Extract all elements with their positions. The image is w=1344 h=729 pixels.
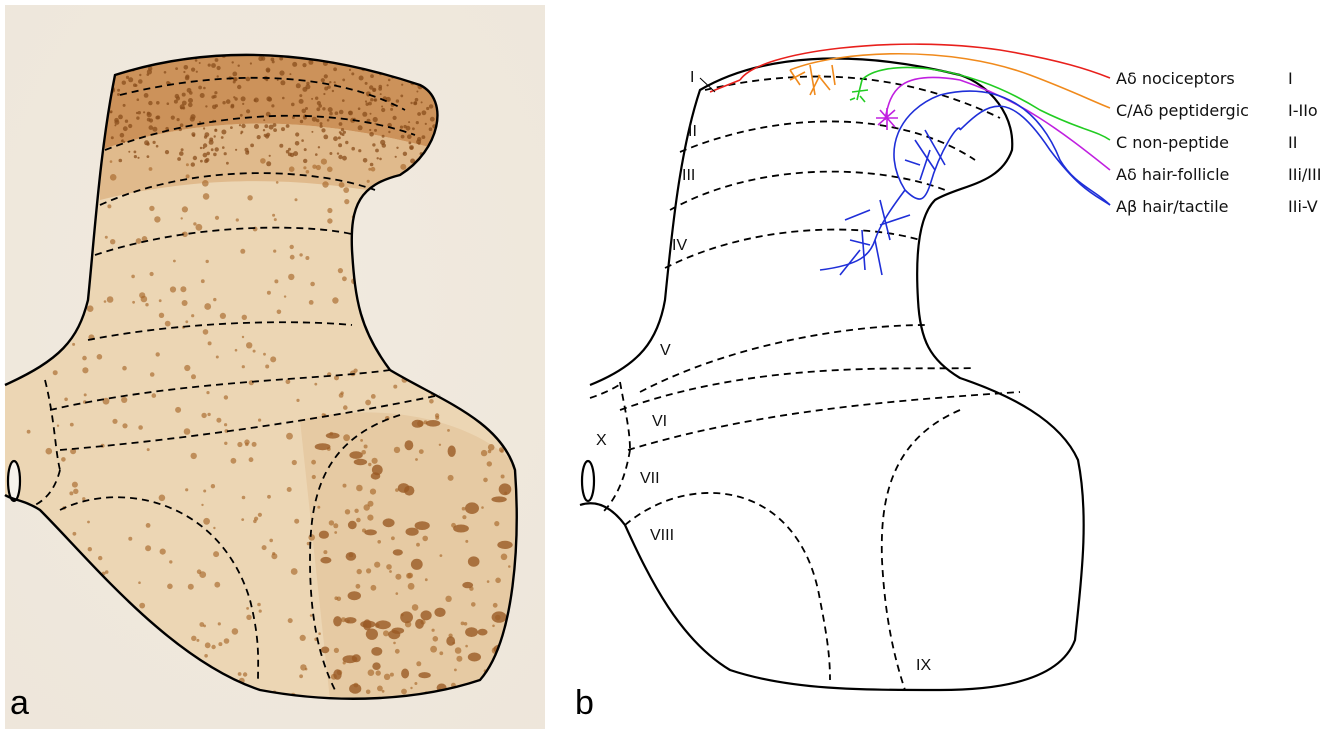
legend-laminae-non-peptide: II bbox=[1288, 133, 1297, 152]
panel-b-laminae-schematic: I II III IV V VI VII VIII IX X Aδ nocice… bbox=[560, 0, 1344, 729]
lamina-label-viii: VIII bbox=[650, 527, 674, 544]
lamina-label-iv: IV bbox=[672, 237, 687, 254]
legend-laminae-abeta: IIi-V bbox=[1288, 197, 1318, 216]
legend-name-non-peptide: C non-peptide bbox=[1116, 133, 1229, 152]
fiber-legend: Aδ nociceptors I C/Aδ peptidergic I-IIo … bbox=[1116, 69, 1321, 216]
schematic-lamina-boundaries bbox=[590, 77, 1020, 690]
fiber-path-abeta bbox=[960, 106, 1110, 205]
fiber-path-ad-nociceptors bbox=[740, 44, 1110, 80]
legend-laminae-ad-nociceptors: I bbox=[1288, 69, 1293, 88]
panel-label-a: a bbox=[10, 684, 29, 723]
legend-name-abeta: Aβ hair/tactile bbox=[1116, 197, 1228, 216]
schematic-central-canal bbox=[582, 461, 594, 501]
legend-laminae-hair-follicle: IIi/III bbox=[1288, 165, 1321, 184]
laminae-schematic: I II III IV V VI VII VIII IX X Aδ nocice… bbox=[560, 0, 1344, 729]
lamina-label-vi: VI bbox=[652, 413, 667, 430]
stained-section-image bbox=[0, 0, 545, 729]
lamina-label-ii: II bbox=[688, 123, 697, 140]
schematic-outline bbox=[580, 59, 1084, 690]
panel-a-stained-section bbox=[0, 0, 545, 729]
lamina-label-v: V bbox=[660, 342, 671, 359]
legend-name-hair-follicle: Aδ hair-follicle bbox=[1116, 165, 1229, 184]
legend-laminae-peptidergic: I-IIo bbox=[1288, 101, 1318, 120]
fiber-path-peptidergic bbox=[790, 54, 1110, 108]
fiber-path-hair-follicle bbox=[885, 77, 1110, 170]
panel-label-b: b bbox=[575, 684, 594, 723]
lamina-label-iii: III bbox=[682, 167, 695, 184]
central-canal bbox=[8, 461, 20, 501]
legend-name-peptidergic: C/Aδ peptidergic bbox=[1116, 101, 1249, 120]
lamina-label-x: X bbox=[596, 432, 607, 449]
lamina-label-i: I bbox=[690, 69, 694, 86]
legend-name-ad-nociceptors: Aδ nociceptors bbox=[1116, 69, 1235, 88]
lamina-label-vii: VII bbox=[640, 470, 660, 487]
lamina-label-ix: IX bbox=[916, 657, 931, 674]
